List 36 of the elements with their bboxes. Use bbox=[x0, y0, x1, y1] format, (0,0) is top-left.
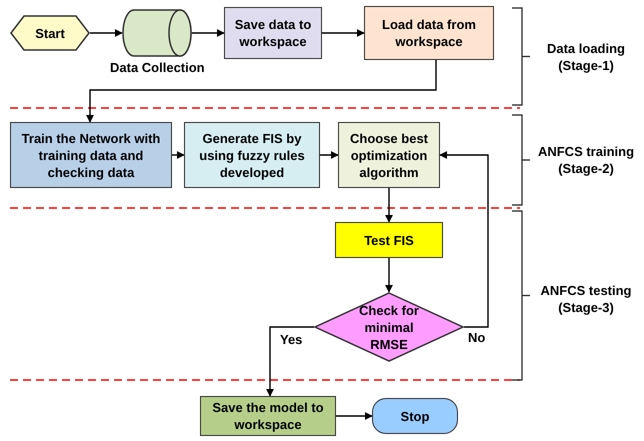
arrow bbox=[192, 29, 225, 37]
process-box bbox=[338, 122, 440, 188]
arrow bbox=[90, 29, 123, 37]
data-cylinder bbox=[122, 9, 192, 57]
arrow bbox=[336, 412, 373, 420]
node-text: Stop bbox=[400, 408, 430, 424]
node-text: Save the model to workspace bbox=[211, 399, 325, 433]
stage-label: ANFCS training (Stage-2) bbox=[536, 143, 636, 177]
arrow bbox=[320, 151, 339, 159]
node-text: Check for minimal RMSE bbox=[358, 302, 420, 352]
process-box bbox=[10, 122, 172, 188]
arrow bbox=[266, 326, 314, 397]
stage-label: Data loading (Stage-1) bbox=[546, 40, 626, 74]
node-text: Train the Network with training data and checking data bbox=[20, 130, 162, 180]
node-caption: Data Collection bbox=[110, 59, 205, 77]
process-box bbox=[335, 222, 443, 258]
start-terminal bbox=[10, 15, 90, 51]
arrow bbox=[385, 188, 393, 223]
arrow bbox=[86, 60, 437, 123]
node-text: Choose best optimization algorithm bbox=[348, 130, 429, 180]
process-box bbox=[184, 122, 320, 188]
process-box bbox=[364, 6, 494, 60]
arrow bbox=[385, 258, 393, 293]
process-box bbox=[200, 396, 336, 436]
stage-label: ANFCS testing (Stage-3) bbox=[540, 282, 632, 316]
decision-diamond bbox=[314, 292, 464, 362]
arrow bbox=[439, 151, 489, 328]
node-text: Test FIS bbox=[363, 232, 415, 248]
arrow bbox=[172, 151, 185, 159]
node-text: Load data from workspace bbox=[381, 16, 477, 50]
node-text: Generate FIS by using fuzzy rules developed bbox=[198, 130, 306, 180]
arrow bbox=[322, 29, 365, 37]
node-text: Save data to workspace bbox=[234, 16, 312, 50]
stop-terminal bbox=[372, 398, 458, 434]
process-box bbox=[224, 7, 322, 59]
node-text: Start bbox=[34, 24, 66, 42]
